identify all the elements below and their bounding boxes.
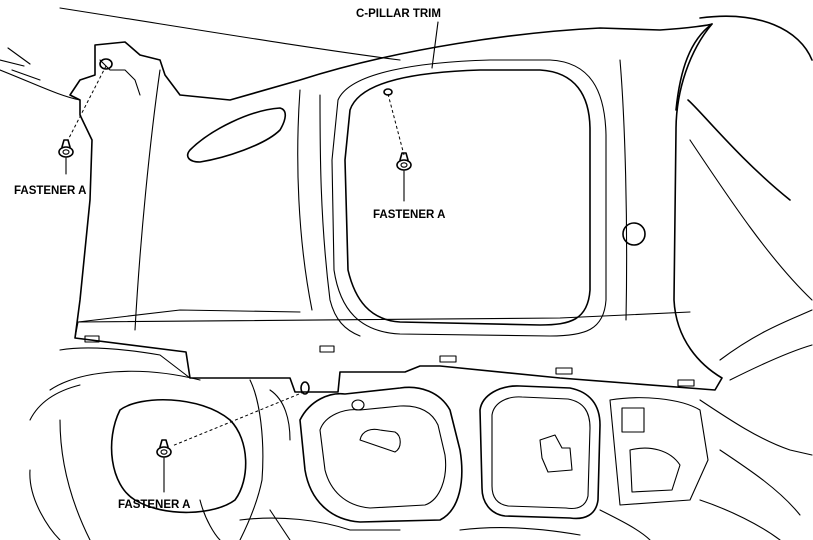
fastener-icon-center — [396, 152, 412, 202]
fastener-icon-top-left — [58, 139, 74, 175]
body-outline-lines — [0, 7, 813, 381]
c-pillar-trim-leader — [431, 21, 439, 69]
fastener-dashed-lines — [67, 65, 405, 447]
c-pillar-trim-label: C-PILLAR TRIM — [356, 8, 441, 20]
fastener-label-bottom: FASTENER A — [118, 499, 190, 511]
fastener-label-center: FASTENER A — [373, 209, 445, 221]
lower-body-panel — [29, 347, 813, 540]
fastener-icon-bottom — [156, 439, 172, 493]
fastener-label-top-left: FASTENER A — [14, 185, 86, 197]
